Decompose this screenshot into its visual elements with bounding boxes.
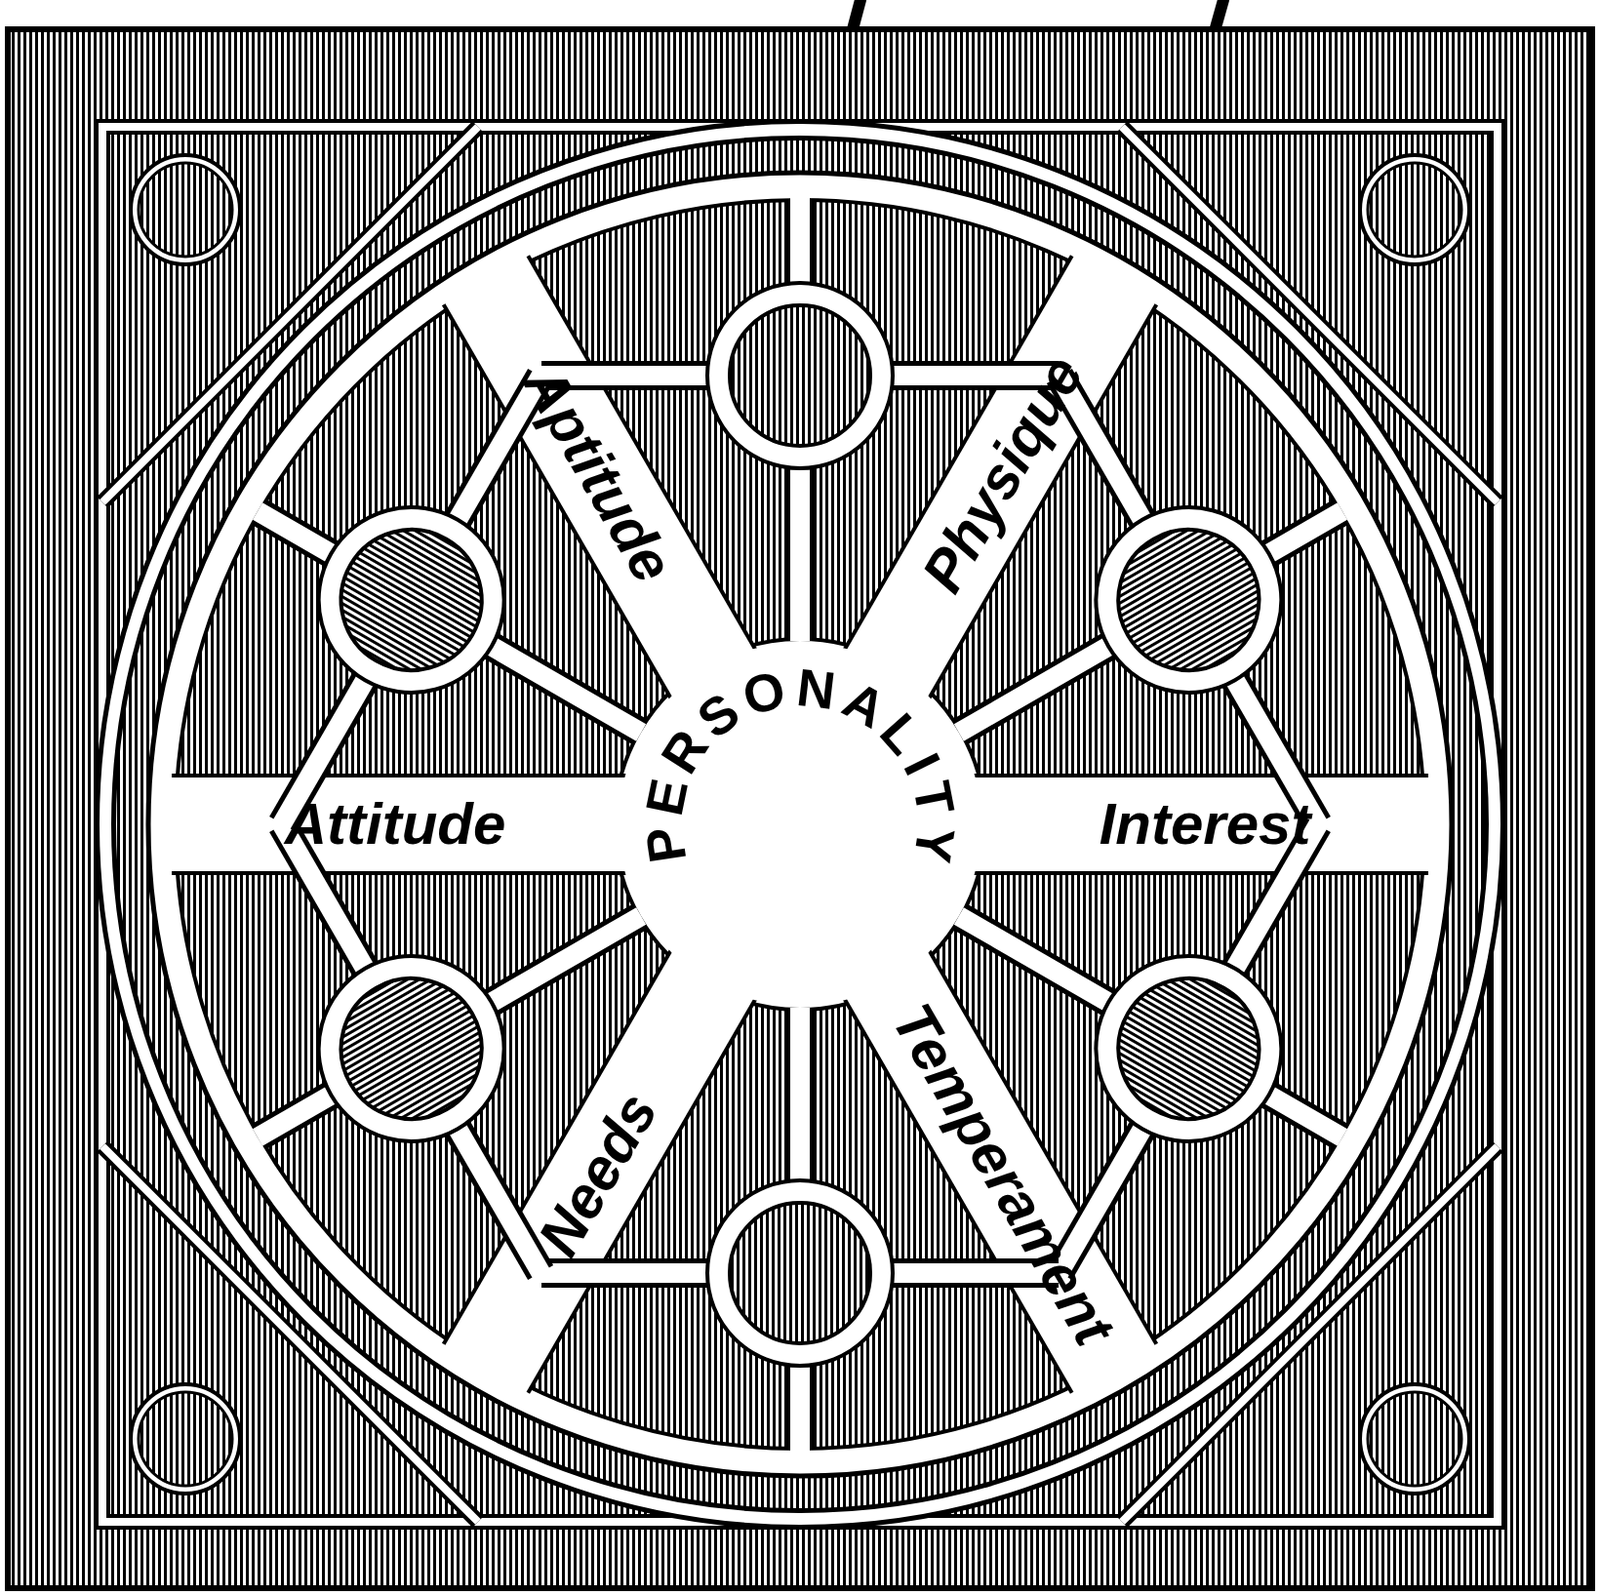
spoke-label: Needs	[522, 1080, 672, 1269]
spoke-band: Attitude	[279, 789, 513, 860]
corner-triangles	[102, 126, 1498, 1522]
letter: Y	[906, 823, 964, 867]
spoke-band: Temperament	[874, 987, 1132, 1363]
spoke-label: Physique	[907, 343, 1099, 604]
hub	[618, 642, 982, 1006]
spoke-band: Needs	[520, 1076, 675, 1274]
letter: E	[637, 774, 696, 820]
letter: N	[794, 660, 839, 718]
outer-circle	[105, 129, 1495, 1520]
corner-circles	[130, 155, 1470, 1494]
spoke-label: Attitude	[284, 789, 507, 860]
spoke-label: Aptitude	[508, 353, 688, 595]
letter: P	[636, 823, 694, 867]
letter: O	[737, 661, 792, 723]
spoke-band: Physique	[904, 338, 1102, 609]
frame	[7, 29, 1593, 1589]
spoke-band: Aptitude	[505, 348, 691, 600]
wheel-sectors	[126, 198, 1474, 1451]
spoke-label: Temperament	[877, 992, 1129, 1359]
spoke-band: Interest	[1093, 789, 1318, 860]
inner-frame	[102, 126, 1498, 1522]
hub-circle: PERSONALITY	[614, 639, 986, 1010]
letter: T	[905, 777, 963, 820]
spoke-label: Interest	[1099, 789, 1312, 860]
wheel-rim	[148, 172, 1452, 1477]
curved-title: PERSONALITY	[614, 639, 986, 1010]
